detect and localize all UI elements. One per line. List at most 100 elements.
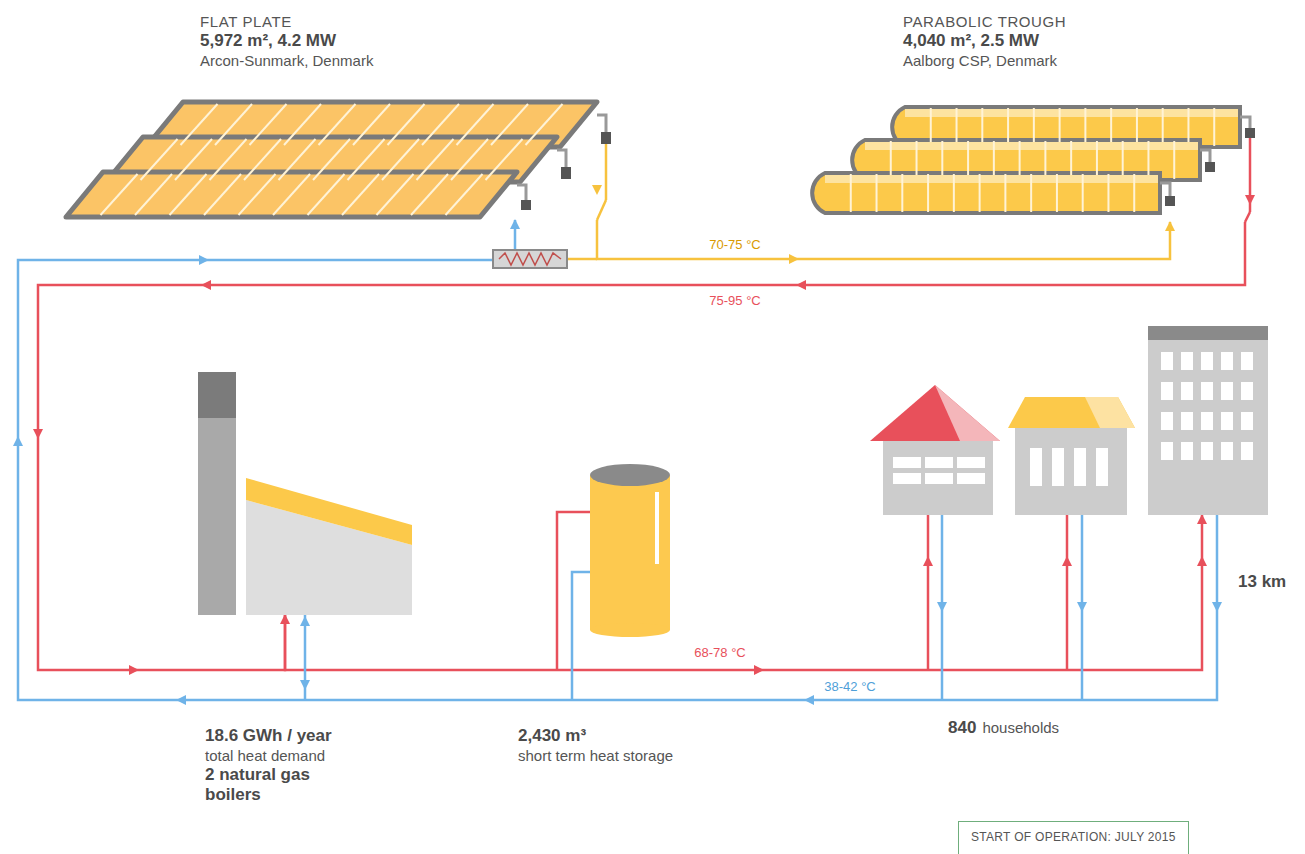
panel-cells-part — [175, 139, 212, 180]
flat-plate-pipes-part — [597, 115, 606, 132]
trough-cells-part — [850, 174, 852, 212]
household-buildings-part — [893, 473, 921, 484]
panel-cells-part — [284, 104, 321, 145]
storage-tank-part — [590, 475, 670, 630]
node-heading: 840 — [948, 718, 976, 738]
panel-cells-part — [446, 174, 483, 215]
household-buildings-part — [1052, 448, 1064, 486]
trough-cells-part — [941, 141, 943, 179]
temperature-label: 38-42 °C — [821, 679, 878, 694]
panel-cells-part — [279, 139, 316, 180]
household-buildings-part — [1030, 448, 1042, 486]
flat-plate-panels-part — [66, 172, 517, 217]
distance-label: 13 km — [1238, 572, 1286, 592]
household-buildings-part — [935, 385, 1000, 441]
flat-plate-pipes-part — [597, 200, 606, 220]
household-buildings-part — [1074, 448, 1086, 486]
trough-cells-part — [916, 141, 918, 179]
window-grid-part — [1221, 412, 1233, 430]
trough-cells-part — [1110, 108, 1112, 146]
window-grid-part — [1221, 442, 1233, 460]
building-branches-part — [1066, 515, 1069, 670]
heat-exchanger-part — [499, 253, 561, 265]
storage-tank-part — [655, 492, 659, 564]
network-arrowheads-part — [199, 255, 209, 265]
trough-cells-part — [1070, 141, 1072, 179]
household-buildings-part — [925, 457, 953, 468]
boiler-plant — [198, 372, 412, 700]
temperature-label: 68-78 °C — [691, 645, 748, 660]
node-text: short term heat storage — [518, 746, 673, 765]
window-grid-part — [1161, 382, 1173, 400]
flat-plate-pipes-part — [605, 144, 608, 200]
temperature-label: 70-75 °C — [706, 237, 763, 252]
start-date-box: START OF OPERATION: JULY 2015 — [958, 821, 1189, 854]
parabolic-trough-collector: PARABOLIC TROUGH4,040 m², 2.5 MWAalborg … — [800, 10, 1260, 222]
text-group: FLAT PLATE5,972 m², 4.2 MWArcon-Sunmark,… — [200, 12, 373, 70]
storage-tank-part — [590, 464, 670, 486]
heat-exchanger-part — [493, 250, 567, 268]
household-buildings — [870, 326, 1268, 515]
trough-cells-part — [1019, 141, 1021, 179]
panel-cells-part — [422, 104, 459, 145]
window-grid-part — [1201, 412, 1213, 430]
panel-cells-part — [417, 139, 454, 180]
window-grid-part — [1221, 352, 1233, 370]
node-text: 2 natural gas boilers — [205, 765, 355, 805]
household-buildings-part — [1148, 326, 1268, 340]
boiler-plant-part — [198, 372, 236, 615]
trough-cells-part — [1056, 174, 1058, 212]
panel-cells-part — [273, 174, 310, 215]
storage-tank-part — [557, 512, 590, 670]
window-grid — [1161, 352, 1253, 460]
trough-cells-part — [1096, 141, 1098, 179]
trough-cells-part — [1004, 174, 1006, 212]
panel-cells-part — [377, 174, 414, 215]
window-grid-part — [1161, 412, 1173, 430]
flow-arrowhead — [300, 616, 310, 626]
trough-cells — [825, 108, 1238, 212]
boiler-plant-part — [198, 372, 236, 418]
window-grid-part — [1241, 352, 1253, 370]
flat-plate-pipes-part — [557, 150, 566, 167]
network-arrowheads-part — [796, 280, 806, 290]
network-arrowheads-part — [804, 695, 814, 705]
node-text: Arcon-Sunmark, Denmark — [200, 51, 373, 70]
households-group: 840households — [868, 325, 1270, 515]
text-group: 840households — [948, 718, 1059, 738]
flat-plate-pipes — [517, 115, 611, 220]
trough-pipes-part — [1205, 162, 1215, 172]
pipe-connector — [18, 220, 1217, 700]
household-buildings-part — [1148, 326, 1268, 515]
storage-tank-part — [590, 623, 670, 637]
panel-cells-part — [101, 174, 138, 215]
trough-cells-part — [1007, 108, 1009, 146]
trough-cells-part — [1187, 108, 1189, 146]
panel-cells-part — [215, 104, 252, 145]
building-branches — [923, 515, 1222, 700]
panel-cells-part — [181, 104, 218, 145]
panel-cells-part — [457, 104, 494, 145]
window-grid-part — [1241, 382, 1253, 400]
temperature-label: 75-95 °C — [706, 293, 763, 308]
flow-arrowhead — [1245, 195, 1255, 205]
trough-cells-part — [981, 108, 983, 146]
trough-cells-part — [1122, 141, 1124, 179]
window-grid-part — [1201, 442, 1213, 460]
trough-cells-part — [890, 141, 892, 179]
network-arrowheads-part — [789, 254, 799, 264]
household-buildings-part — [1096, 448, 1108, 486]
trough-cells-part — [956, 108, 958, 146]
node-text: total heat demand — [205, 746, 355, 765]
text-group: 2,430 m³short term heat storage — [518, 726, 673, 765]
trough-pipes-part — [1245, 128, 1255, 138]
trough-cells-part — [1030, 174, 1032, 212]
trough-cells-part — [1033, 108, 1035, 146]
building-branches-part — [1077, 602, 1087, 612]
trough-cells-part — [1162, 108, 1164, 146]
panel-cells-part — [411, 174, 448, 215]
node-heading: 2,430 m³ — [518, 726, 673, 746]
trough-cells-part — [1084, 108, 1086, 146]
window-grid-part — [1241, 442, 1253, 460]
